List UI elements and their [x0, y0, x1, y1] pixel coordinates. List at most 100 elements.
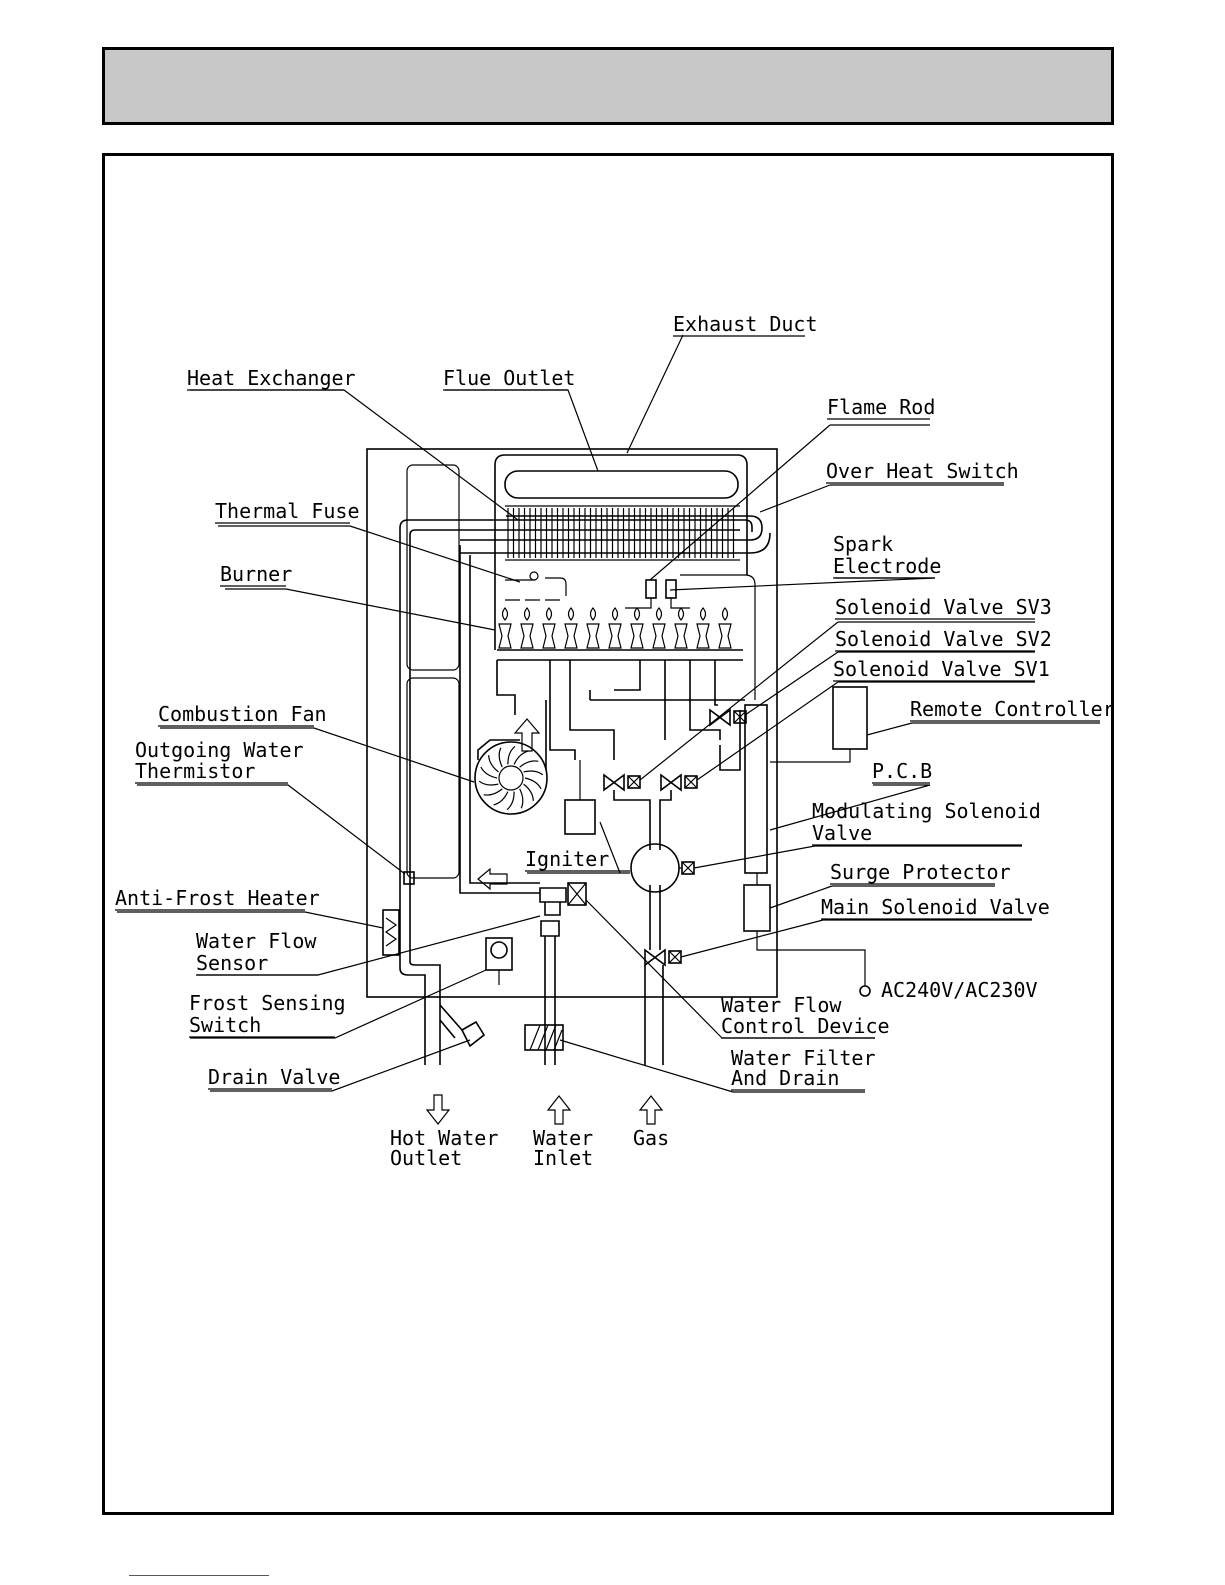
modulating-valve-coil-x — [679, 861, 695, 875]
anti-frost-heater-coil — [384, 917, 398, 947]
gas-branch-pipes — [613, 710, 741, 950]
label-drain-valve: Drain Valve — [208, 1065, 340, 1089]
label-combustion-fan: Combustion Fan — [158, 702, 327, 726]
label-burner: Burner — [220, 562, 292, 586]
solenoid-valve-sv3 — [603, 773, 641, 792]
inner-water-pipe — [409, 529, 740, 960]
label-outgoing-water: Outgoing Water — [135, 738, 304, 762]
flame-rod — [645, 579, 657, 599]
label-modulating-solenoid: Modulating Solenoid — [812, 799, 1041, 823]
water-flow-control-x — [567, 882, 587, 906]
water-return-pipe — [459, 545, 540, 894]
label-thermistor: Thermistor — [135, 759, 255, 783]
gas-manifold-pipes — [549, 660, 745, 760]
label-inlet: Inlet — [533, 1146, 593, 1170]
label-water-filter: Water Filter — [731, 1046, 876, 1070]
label-control-device: Control Device — [721, 1014, 890, 1038]
header-box — [102, 47, 1114, 125]
fan-blade — [519, 760, 539, 768]
airflow-arrow-up — [513, 718, 541, 752]
fan-blade — [524, 777, 542, 790]
footer-link-line — [129, 1575, 269, 1576]
modulating-valve-body — [630, 843, 680, 893]
fan-duct — [477, 700, 547, 770]
label-sensor: Sensor — [196, 951, 268, 975]
thermal-fuse — [505, 571, 567, 596]
fan-blade — [488, 755, 499, 773]
fan-blade — [523, 770, 544, 776]
label-remote-controller: Remote Controller — [910, 697, 1115, 721]
burner-unit — [630, 607, 644, 649]
burner-manifold — [497, 649, 743, 661]
frost-sensing-switch-dial — [490, 941, 508, 959]
heat-exchanger-fins — [507, 508, 735, 558]
electrode-wiring — [625, 574, 756, 700]
label-ac-power: AC240V/AC230V — [881, 978, 1038, 1002]
drain-valve-pipe — [439, 1004, 463, 1039]
label-hot-water: Hot Water — [390, 1126, 498, 1150]
burner-unit — [718, 607, 732, 649]
gas-inlet-pipe — [644, 965, 664, 1065]
combustion-fan-blades — [478, 745, 544, 811]
label-solenoid-sv1: Solenoid Valve SV1 — [833, 657, 1050, 681]
water-filter — [524, 1024, 564, 1051]
heat-exchanger-body — [494, 454, 748, 650]
label-flue-outlet: Flue Outlet — [443, 366, 575, 390]
hot-water-outlet-pipe — [399, 960, 441, 1065]
fan-blade — [523, 783, 534, 801]
label-solenoid-sv2: Solenoid Valve SV2 — [835, 627, 1052, 651]
water-flow-control-device — [567, 882, 587, 906]
water-flow-sensor-body — [539, 887, 567, 937]
label-surge-protector: Surge Protector — [830, 860, 1011, 884]
label-switch: Switch — [189, 1013, 261, 1037]
label-gas: Gas — [633, 1126, 669, 1150]
left-panel-upper — [406, 464, 460, 671]
flow-arrow-left — [477, 867, 508, 891]
burner-unit — [520, 607, 534, 649]
surge-protector-box — [743, 884, 771, 932]
fan-blade — [519, 788, 524, 809]
label-igniter: Igniter — [525, 847, 609, 871]
power-terminal — [859, 985, 871, 997]
label-anti-frost-heater: Anti-Frost Heater — [115, 886, 320, 910]
label-frost-sensing: Frost Sensing — [189, 991, 346, 1015]
burner-unit — [498, 607, 512, 649]
label-outlet: Outlet — [390, 1146, 462, 1170]
burner-row — [498, 607, 732, 649]
left-panel-lower — [406, 677, 460, 879]
fan-blade — [498, 747, 503, 768]
remote-controller-box — [832, 686, 868, 750]
outgoing-water-thermistor — [403, 871, 415, 885]
burner-unit — [652, 607, 666, 649]
pcb-board — [744, 704, 768, 874]
casing — [366, 448, 778, 998]
label-heat-exchanger: Heat Exchanger — [187, 366, 356, 390]
label-pcb: P.C.B — [872, 759, 932, 783]
label-main-solenoid-valve: Main Solenoid Valve — [821, 895, 1050, 919]
combustion-fan-hub — [498, 765, 524, 791]
fan-blade — [478, 780, 499, 786]
fan-blade — [493, 791, 509, 806]
flue-outlet — [504, 470, 739, 499]
burner-unit — [586, 607, 600, 649]
solenoid-valve-sv1 — [709, 708, 747, 727]
label-electrode: Electrode — [833, 554, 941, 578]
label-solenoid-sv3: Solenoid Valve SV3 — [835, 595, 1052, 619]
fan-blade — [506, 791, 515, 811]
heat-exchanger-tube — [460, 515, 771, 554]
label-exhaust-duct: Exhaust Duct — [673, 312, 818, 336]
igniter — [564, 799, 596, 835]
water-filter-hatch — [529, 1024, 563, 1051]
fan-blade — [483, 788, 503, 796]
spark-electrode — [665, 579, 677, 599]
burner-unit — [608, 607, 622, 649]
burner-unit — [696, 607, 710, 649]
water-inlet-arrow-up — [546, 1095, 572, 1125]
label-over-heat-switch: Over Heat Switch — [826, 459, 1019, 483]
remote-controller-wire — [770, 749, 851, 763]
drain-valve-cap — [460, 1020, 486, 1048]
label-thermal-fuse: Thermal Fuse — [215, 499, 360, 523]
label-and-drain: And Drain — [731, 1066, 839, 1090]
burner-unit — [674, 607, 688, 649]
combustion-fan-housing — [474, 741, 548, 815]
